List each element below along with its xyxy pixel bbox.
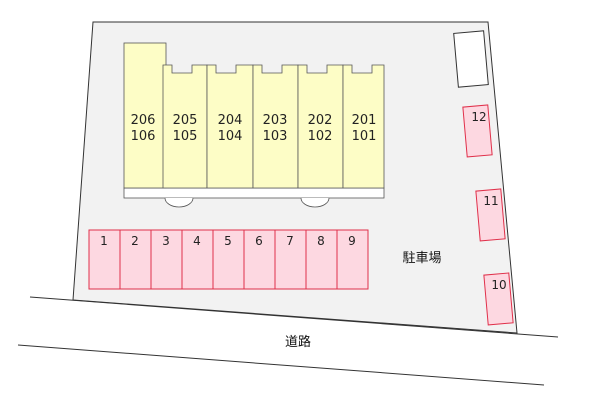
unit-label-upper: 205 bbox=[173, 113, 198, 128]
parking-number: 7 bbox=[286, 234, 294, 248]
unit-label-upper: 202 bbox=[308, 113, 333, 128]
parking-space-6 bbox=[243, 229, 276, 290]
unit-label-lower: 103 bbox=[263, 129, 288, 144]
parking-space-12 bbox=[462, 104, 493, 158]
parking-number: 6 bbox=[255, 234, 263, 248]
apartment-building: 206 106 205 105 204 104 203 103 202 102 … bbox=[123, 42, 385, 208]
road-label: 道路 bbox=[285, 334, 311, 350]
parking-number: 1 bbox=[100, 234, 108, 248]
unit-205-105 bbox=[162, 64, 208, 189]
road-edge-upper bbox=[29, 296, 559, 338]
unit-label-lower: 105 bbox=[173, 129, 198, 144]
unit-label-upper: 203 bbox=[263, 113, 288, 128]
parking-number: 10 bbox=[491, 278, 506, 292]
unit-204-104 bbox=[206, 64, 254, 189]
entrance-arc-right bbox=[300, 197, 330, 208]
parking-number: 11 bbox=[483, 194, 498, 208]
unit-label-lower: 104 bbox=[218, 129, 243, 144]
parking-space-10 bbox=[483, 272, 514, 326]
parking-number: 12 bbox=[471, 110, 486, 124]
parking-space-9 bbox=[336, 229, 369, 290]
unit-label-lower: 102 bbox=[308, 129, 333, 144]
parking-space-8 bbox=[305, 229, 338, 290]
parking-row: 1 2 3 4 5 6 7 8 9 bbox=[88, 229, 369, 290]
unit-label-lower: 106 bbox=[131, 129, 156, 144]
parking-space-2 bbox=[119, 229, 152, 290]
unit-label-upper: 206 bbox=[131, 113, 156, 128]
parking-space-11 bbox=[475, 188, 506, 242]
storage-shed bbox=[453, 30, 489, 88]
unit-203-103 bbox=[252, 64, 299, 189]
unit-202-102 bbox=[297, 64, 344, 189]
unit-label-upper: 204 bbox=[218, 113, 243, 128]
unit-201-101 bbox=[342, 64, 385, 189]
parking-number: 2 bbox=[131, 234, 139, 248]
unit-label-lower: 101 bbox=[352, 129, 377, 144]
parking-space-4 bbox=[181, 229, 214, 290]
parking-number: 9 bbox=[348, 234, 356, 248]
parking-number: 5 bbox=[224, 234, 232, 248]
parking-number: 4 bbox=[193, 234, 201, 248]
parking-number: 3 bbox=[162, 234, 170, 248]
unit-label-upper: 201 bbox=[352, 113, 377, 128]
parking-number: 8 bbox=[317, 234, 325, 248]
entrance-arc-left bbox=[164, 197, 194, 208]
road-edge-lower bbox=[17, 344, 545, 386]
parking-lot-label: 駐車場 bbox=[402, 251, 441, 266]
balcony-strip bbox=[123, 187, 385, 199]
parking-right-column: 12 11 10 bbox=[462, 104, 514, 326]
